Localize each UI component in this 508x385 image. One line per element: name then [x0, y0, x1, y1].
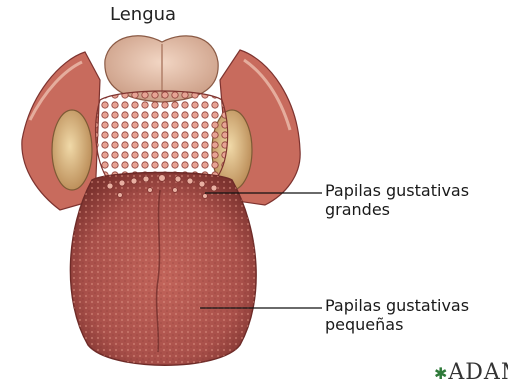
label-large-line2: grandes — [325, 200, 469, 219]
adam-logo: ✱ADAM — [434, 360, 508, 385]
label-large-line1: Papilas gustativas — [325, 181, 469, 200]
tongue-diagram: Lengua — [0, 0, 508, 377]
logo-star-icon: ✱ — [434, 364, 448, 383]
left-tonsil — [52, 110, 92, 190]
lingual-tonsil — [96, 91, 228, 186]
label-small-line2: pequeñas — [325, 315, 469, 334]
logo-text: ADAM — [448, 360, 508, 385]
label-large-papillae: Papilas gustativas grandes — [325, 181, 469, 219]
label-small-line1: Papilas gustativas — [325, 296, 469, 315]
label-small-papillae: Papilas gustativas pequeñas — [325, 296, 469, 334]
